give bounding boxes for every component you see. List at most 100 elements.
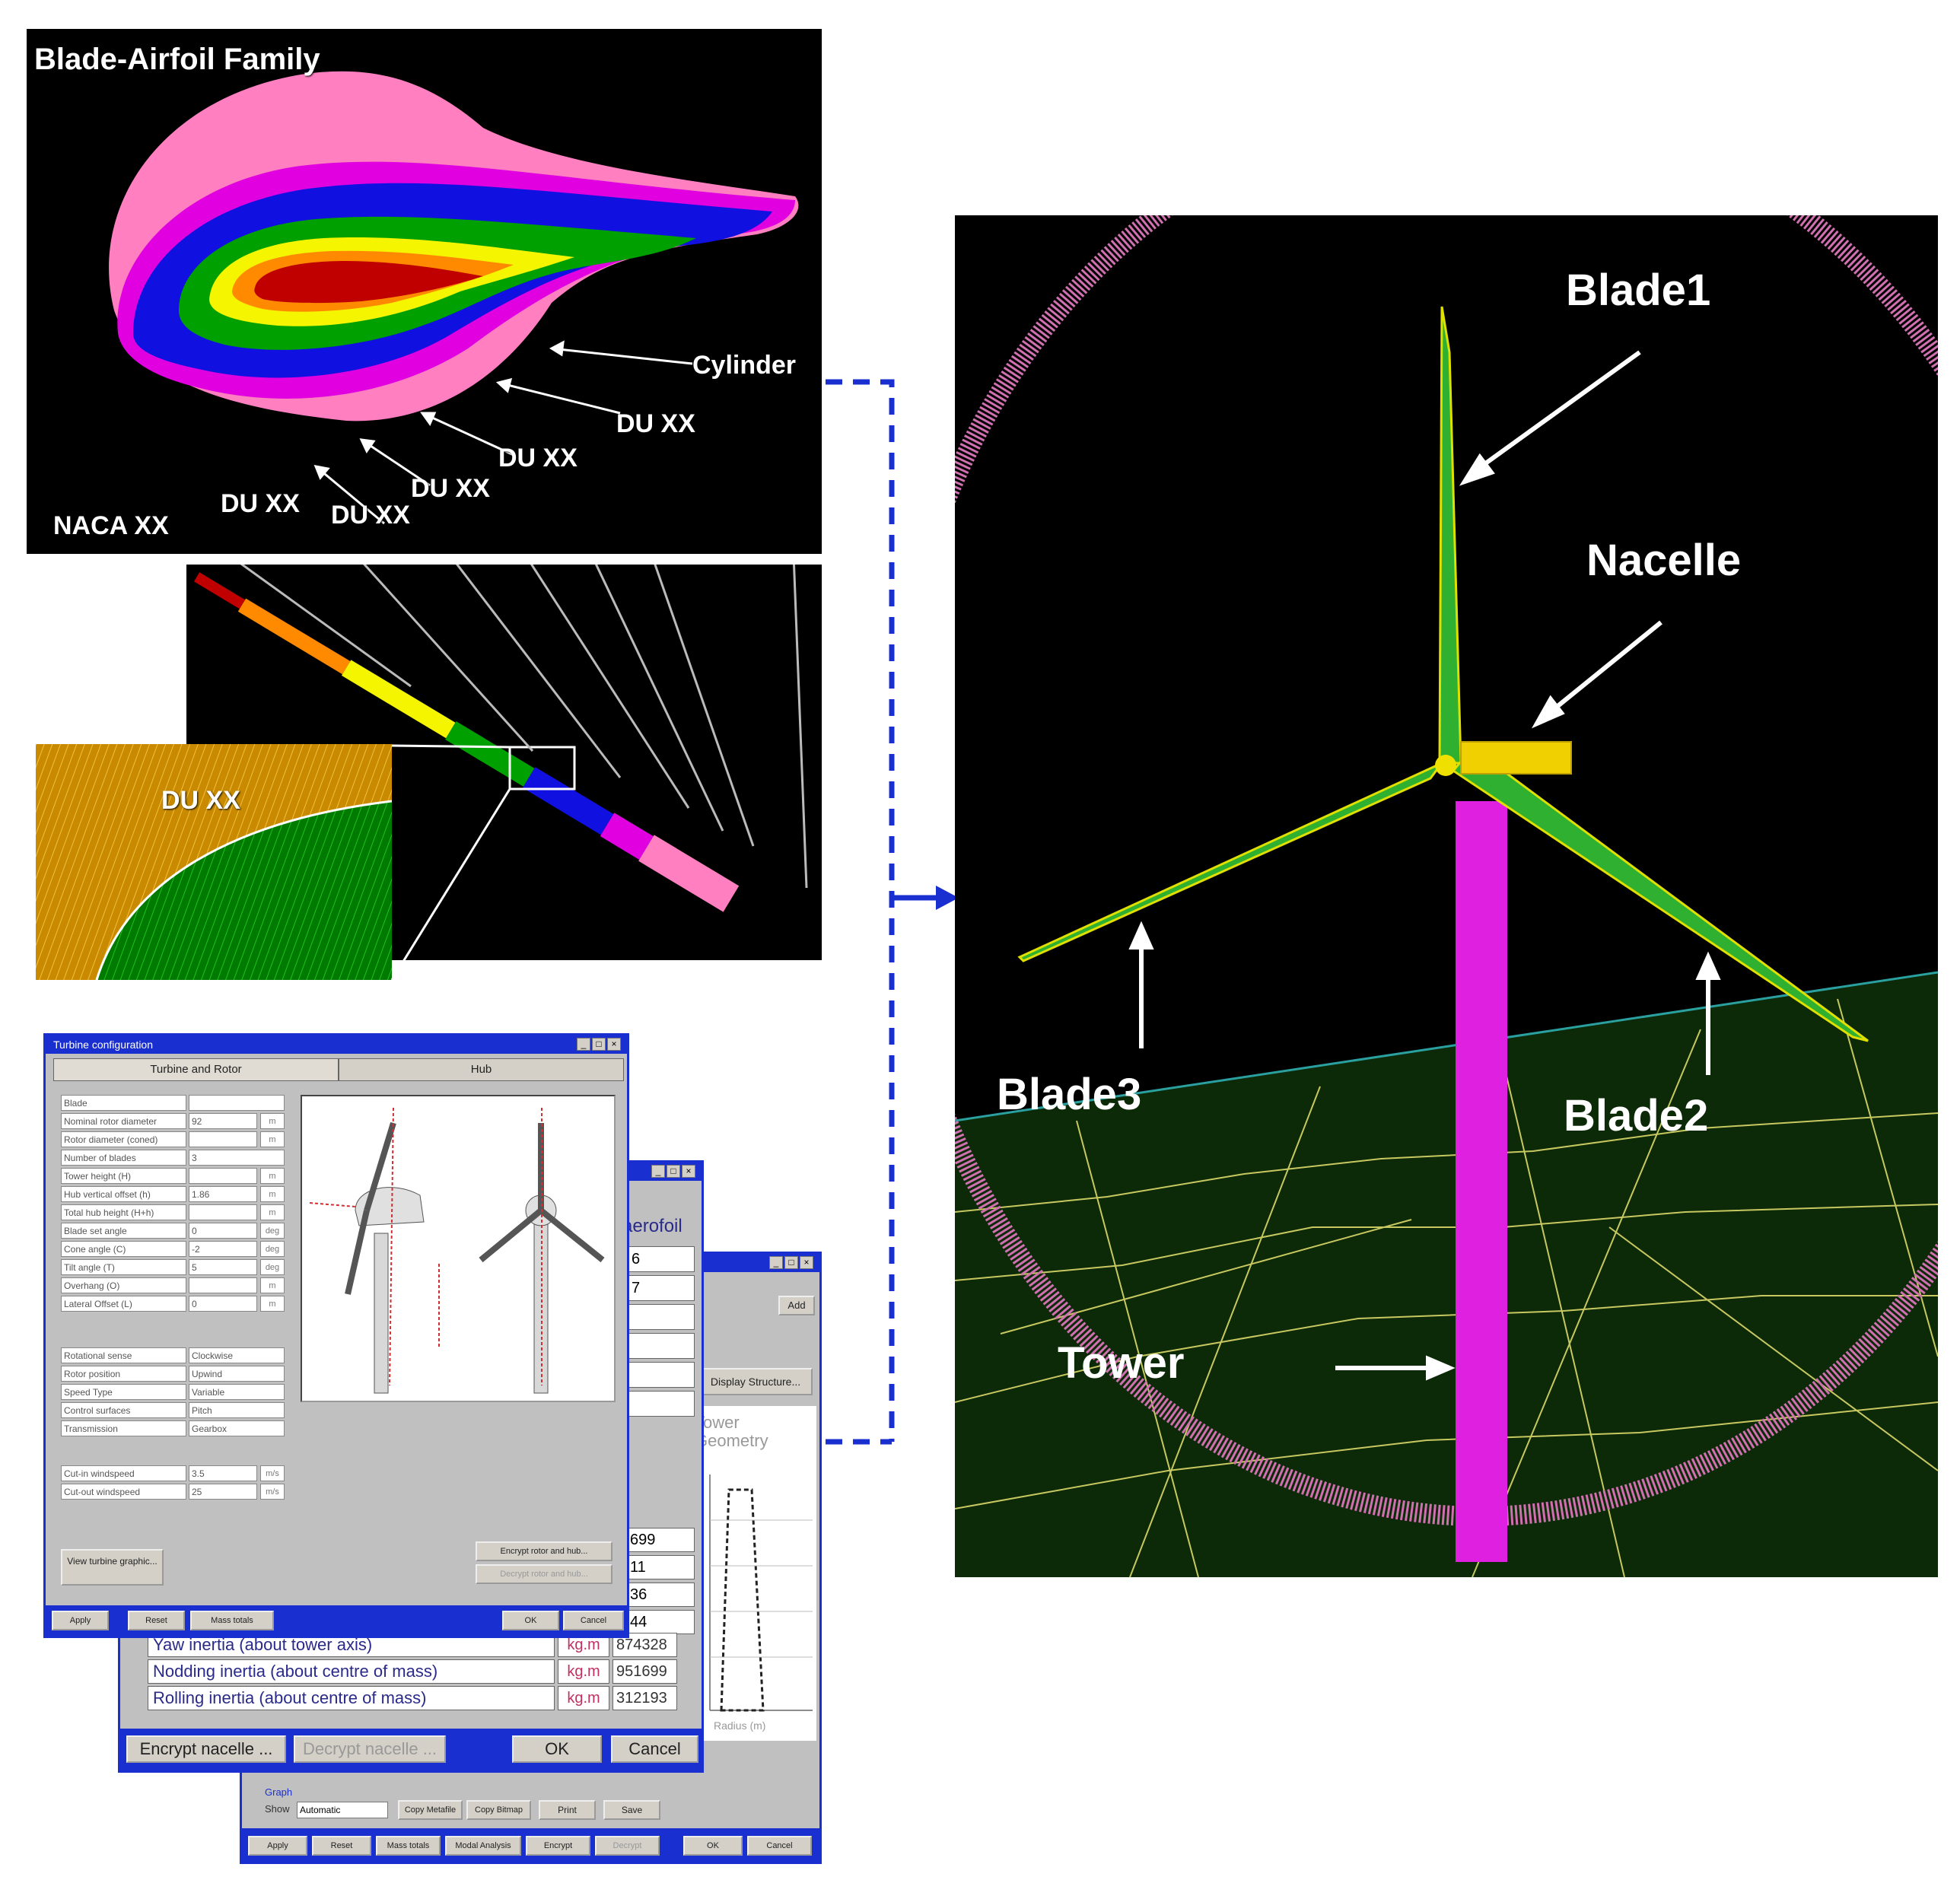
field-label: Tower height (H): [61, 1168, 186, 1184]
field-unit: m: [260, 1131, 285, 1147]
tab-hub[interactable]: Hub: [339, 1058, 624, 1081]
field-value[interactable]: 5: [189, 1259, 257, 1275]
tw-modal-analysis-button[interactable]: Modal Analysis: [445, 1836, 521, 1856]
copy-metafile-button[interactable]: Copy Metafile: [398, 1800, 463, 1820]
window-close-button[interactable]: ×: [607, 1038, 621, 1051]
tower-chart-xlabel: Radius (m): [714, 1719, 766, 1732]
tw-cancel-button[interactable]: Cancel: [747, 1836, 812, 1856]
nacelle-ok-button[interactable]: OK: [512, 1735, 602, 1763]
panel-title: Blade-Airfoil Family: [34, 43, 320, 76]
field-unit: deg: [260, 1241, 285, 1257]
field-value[interactable]: Variable: [189, 1384, 285, 1400]
row-unit: kg.m: [558, 1686, 609, 1710]
tower-window-maximize[interactable]: □: [784, 1256, 798, 1269]
field-unit: m: [260, 1168, 285, 1184]
nacelle-cancel-button[interactable]: Cancel: [611, 1735, 698, 1763]
blade-du-segment-4: [341, 660, 456, 739]
add-button[interactable]: Add: [778, 1296, 815, 1315]
encrypt-nacelle-button[interactable]: Encrypt nacelle ...: [126, 1735, 286, 1763]
mass-totals-button[interactable]: Mass totals: [190, 1611, 274, 1630]
reset-button[interactable]: Reset: [128, 1611, 185, 1630]
window-maximize-button[interactable]: □: [592, 1038, 606, 1051]
field-value[interactable]: 0: [189, 1223, 257, 1239]
inset-label-du: DU XX: [161, 786, 240, 815]
field-label: Cut-in windspeed: [61, 1465, 186, 1481]
nacelle-window-close[interactable]: ×: [682, 1165, 695, 1178]
tw-ok-button[interactable]: OK: [683, 1836, 743, 1856]
value-box-empty[interactable]: [626, 1304, 695, 1330]
field-value[interactable]: Gearbox: [189, 1420, 285, 1436]
show-select[interactable]: Automatic: [297, 1802, 388, 1818]
window-minimize-button[interactable]: _: [577, 1038, 590, 1051]
ok-button[interactable]: OK: [502, 1611, 559, 1630]
airfoil-family-panel: Blade-Airfoil Family Cylinder DU XX DU X…: [27, 29, 822, 554]
nacelle-window-maximize[interactable]: □: [667, 1165, 680, 1178]
value-box-empty[interactable]: [626, 1333, 695, 1359]
tower-geometry-chart: Tower Geometry Radius (m): [683, 1406, 816, 1741]
decrypt-rotor-and-hub-button[interactable]: Decrypt rotor and hub...: [476, 1564, 612, 1584]
tower-window-close[interactable]: ×: [800, 1256, 813, 1269]
dashed-bracket: [826, 379, 959, 1445]
show-label: Show: [265, 1803, 290, 1815]
label-du-1: DU XX: [616, 409, 695, 438]
value-box-empty[interactable]: [626, 1391, 695, 1417]
blade2-mesh: [1451, 746, 1869, 1042]
turbine-panel: Blade1 Nacelle Blade3 Blade2 Tower: [955, 215, 1938, 1577]
field-value[interactable]: 3.5: [189, 1465, 257, 1481]
value-box[interactable]: 36: [626, 1583, 695, 1607]
field-label: Tilt angle (T): [61, 1259, 186, 1275]
row-value[interactable]: 951699: [612, 1659, 677, 1684]
field-value[interactable]: [189, 1277, 257, 1293]
field-value[interactable]: 3: [189, 1150, 285, 1166]
field-value[interactable]: 25: [189, 1484, 257, 1500]
field-value[interactable]: 92: [189, 1113, 257, 1129]
label-naca: NACA XX: [53, 511, 169, 540]
copy-bitmap-button[interactable]: Copy Bitmap: [466, 1800, 531, 1820]
tw-reset-button[interactable]: Reset: [312, 1836, 371, 1856]
field-value[interactable]: 1.86: [189, 1186, 257, 1202]
value-box[interactable]: 6: [626, 1246, 695, 1272]
save-button[interactable]: Save: [603, 1800, 660, 1820]
field-label: Total hub height (H+h): [61, 1204, 186, 1220]
field-value[interactable]: [189, 1095, 285, 1111]
tw-decrypt-button[interactable]: Decrypt: [595, 1836, 660, 1856]
cancel-button[interactable]: Cancel: [563, 1611, 624, 1630]
value-box[interactable]: 699: [626, 1528, 695, 1552]
view-turbine-graphic-button[interactable]: View turbine graphic...: [61, 1549, 164, 1586]
decrypt-nacelle-button[interactable]: Decrypt nacelle ...: [294, 1735, 446, 1763]
print-button[interactable]: Print: [539, 1800, 596, 1820]
tower-chart-svg: [709, 1474, 813, 1712]
graph-group-label: Graph: [265, 1786, 293, 1798]
zoom-box: [508, 746, 576, 790]
display-structure-button[interactable]: Display Structure...: [698, 1368, 813, 1395]
field-label: Blade: [61, 1095, 186, 1111]
field-value[interactable]: 0: [189, 1296, 257, 1312]
value-box[interactable]: 7: [626, 1275, 695, 1301]
field-value[interactable]: [189, 1168, 257, 1184]
field-label: Rotor diameter (coned): [61, 1131, 186, 1147]
tw-mass-totals-button[interactable]: Mass totals: [376, 1836, 441, 1856]
tab-turbine-and-rotor[interactable]: Turbine and Rotor: [53, 1058, 339, 1081]
value-box[interactable]: 11: [626, 1555, 695, 1579]
inset-green-region: [97, 801, 392, 980]
label-tower: Tower: [1058, 1338, 1185, 1388]
row-value[interactable]: 312193: [612, 1686, 677, 1710]
field-value[interactable]: Clockwise: [189, 1347, 285, 1363]
value-box[interactable]: 44: [626, 1610, 695, 1634]
apply-button[interactable]: Apply: [52, 1611, 109, 1630]
field-value[interactable]: Pitch: [189, 1402, 285, 1418]
tw-apply-button[interactable]: Apply: [248, 1836, 307, 1856]
field-value[interactable]: -2: [189, 1241, 257, 1257]
field-value[interactable]: Upwind: [189, 1366, 285, 1382]
tower-window-minimize[interactable]: _: [769, 1256, 783, 1269]
encrypt-rotor-and-hub-button[interactable]: Encrypt rotor and hub...: [476, 1541, 612, 1561]
ground-mesh: [955, 998, 1938, 1577]
field-value[interactable]: [189, 1131, 257, 1147]
value-box-empty[interactable]: [626, 1362, 695, 1388]
field-label: Rotor position: [61, 1366, 186, 1382]
field-value[interactable]: [189, 1204, 257, 1220]
tw-encrypt-button[interactable]: Encrypt: [526, 1836, 590, 1856]
nacelle-window-minimize[interactable]: _: [651, 1165, 665, 1178]
turbine-pointers: [1128, 350, 1721, 1381]
blade-svg: [193, 565, 808, 912]
